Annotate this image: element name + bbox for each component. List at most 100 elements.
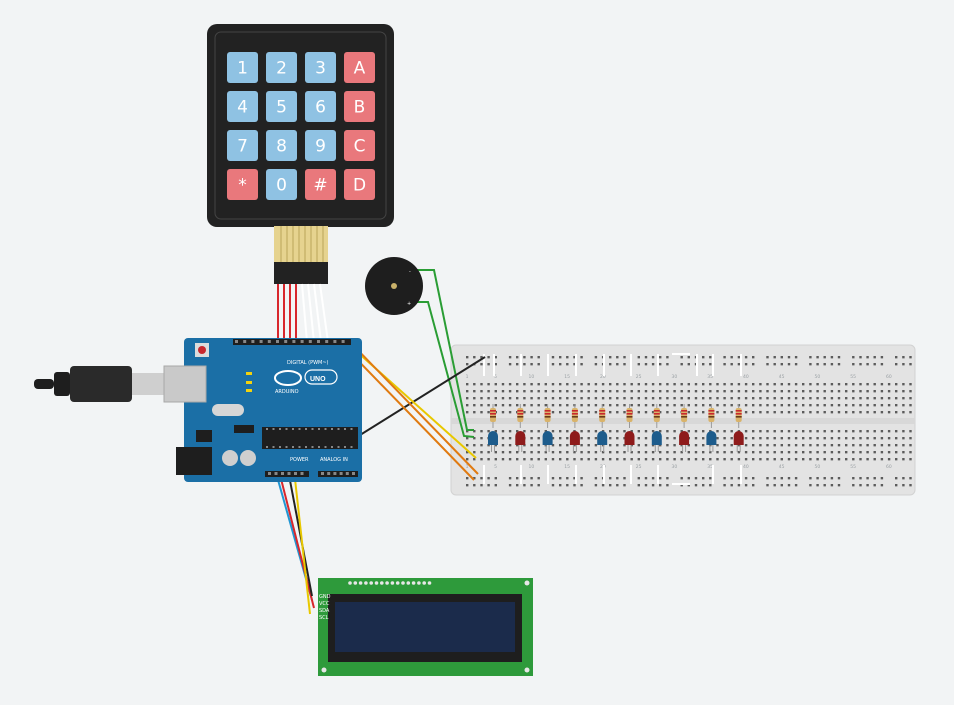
led-blue[interactable] xyxy=(597,431,608,452)
column-number-top: 5 xyxy=(494,374,497,380)
led-red[interactable] xyxy=(624,431,635,452)
key-8[interactable]: 8 xyxy=(266,130,297,161)
key-9[interactable]: 9 xyxy=(305,130,336,161)
header-pin xyxy=(276,340,279,343)
chip-pin xyxy=(344,446,346,448)
resistor-band xyxy=(653,410,660,412)
column-number-bottom: 55 xyxy=(850,464,856,470)
key-0[interactable]: 0 xyxy=(266,169,297,200)
led-blue[interactable] xyxy=(651,431,662,452)
resistor[interactable] xyxy=(708,404,715,428)
led-red[interactable] xyxy=(733,431,744,452)
lcd-pin-vcc: VCC xyxy=(319,601,330,607)
column-number-bottom: 60 xyxy=(886,464,892,470)
key-d[interactable]: D xyxy=(344,169,375,200)
signal-wire-orange[interactable] xyxy=(339,341,475,481)
led-blue[interactable] xyxy=(706,431,717,452)
chip-pin xyxy=(331,428,333,430)
digital-label: DIGITAL (PWM~) xyxy=(287,360,329,366)
key-label: 6 xyxy=(315,98,326,118)
analog-label: ANALOG IN xyxy=(320,457,348,463)
header-pin xyxy=(268,472,271,475)
key-cap xyxy=(266,91,297,122)
keypad-bezel xyxy=(214,31,387,220)
key-hash[interactable]: # xyxy=(305,169,336,200)
resistor[interactable] xyxy=(735,404,742,428)
resistor-band xyxy=(544,410,551,412)
chip-pin xyxy=(272,428,275,430)
chip-pin xyxy=(305,428,307,430)
breadboard-column-numbers: 1155101015152020252530303535404045455050… xyxy=(466,374,892,470)
column-number-bottom: 30 xyxy=(671,464,677,470)
onboard-led-l xyxy=(246,372,252,375)
column-number-bottom: 10 xyxy=(528,464,534,470)
resistor[interactable] xyxy=(544,404,551,428)
led-blue[interactable] xyxy=(542,431,553,452)
power-header xyxy=(265,471,309,477)
signal-wire-orange-2[interactable] xyxy=(349,341,479,475)
resistor-band xyxy=(599,413,606,415)
buzzer-wire-plus[interactable] xyxy=(412,301,475,438)
resistor[interactable] xyxy=(571,404,578,428)
breadboard-components xyxy=(488,404,744,452)
lcd-wire-sda[interactable] xyxy=(293,469,311,615)
header-pin xyxy=(292,340,296,343)
arduino-uno[interactable]: DIGITAL (PWM~) ARDUINO UNO POWER ANALOG … xyxy=(34,338,362,482)
icsp-header xyxy=(234,425,254,433)
lcd-screen xyxy=(335,602,515,652)
resistor-band xyxy=(599,410,606,412)
key-a[interactable]: A xyxy=(344,52,375,83)
led-red[interactable] xyxy=(515,431,526,452)
resistor-band xyxy=(681,413,688,415)
resistor[interactable] xyxy=(681,404,688,428)
usb-plug-metal xyxy=(132,373,164,395)
header-pin xyxy=(325,340,329,343)
chip-pin xyxy=(292,446,294,448)
column-number-bottom: 25 xyxy=(636,464,642,470)
keypad-connector xyxy=(274,262,328,284)
key-1[interactable]: 1 xyxy=(227,52,258,83)
lcd-pad xyxy=(358,581,363,585)
key-b[interactable]: B xyxy=(344,91,375,122)
reset-button[interactable] xyxy=(198,346,206,354)
chip-pin xyxy=(298,428,301,430)
column-number-top: 20 xyxy=(600,374,606,380)
resistor[interactable] xyxy=(490,404,496,428)
header-pin xyxy=(308,340,312,343)
led-blue[interactable] xyxy=(488,431,498,452)
led-red[interactable] xyxy=(679,431,690,452)
key-cap xyxy=(227,52,258,83)
resistor-band xyxy=(517,410,524,412)
key-5[interactable]: 5 xyxy=(266,91,297,122)
key-3[interactable]: 3 xyxy=(305,52,336,83)
digital-header xyxy=(233,339,351,345)
lcd-i2c-16x2[interactable]: GND VCC SDA SCL xyxy=(318,578,533,676)
key-6[interactable]: 6 xyxy=(305,91,336,122)
led-red[interactable] xyxy=(569,431,580,452)
column-number-top: 55 xyxy=(850,374,856,380)
arduino-logo-icon xyxy=(274,370,302,386)
piezo-buzzer[interactable]: - + xyxy=(365,257,423,315)
key-2[interactable]: 2 xyxy=(266,52,297,83)
resistor[interactable] xyxy=(653,404,660,428)
resistor[interactable] xyxy=(599,404,606,428)
key-4[interactable]: 4 xyxy=(227,91,258,122)
key-c[interactable]: C xyxy=(344,130,375,161)
power-label: POWER xyxy=(290,457,309,463)
led-body xyxy=(542,431,553,445)
lcd-pad xyxy=(406,581,411,585)
resistor[interactable] xyxy=(517,404,524,428)
resistor[interactable] xyxy=(626,404,633,428)
resistor-band xyxy=(681,410,688,412)
header-pin xyxy=(300,472,304,475)
key-label: # xyxy=(313,176,327,196)
key-cap xyxy=(227,169,258,200)
key-7[interactable]: 7 xyxy=(227,130,258,161)
key-star[interactable]: * xyxy=(227,169,258,200)
buzzer-wire-minus[interactable] xyxy=(412,269,474,431)
breadboard[interactable]: 1155101015152020252530303535404045455050… xyxy=(450,344,916,496)
keypad-ribbon xyxy=(274,226,328,262)
chip-pin xyxy=(331,446,333,448)
key-cap xyxy=(344,169,375,200)
